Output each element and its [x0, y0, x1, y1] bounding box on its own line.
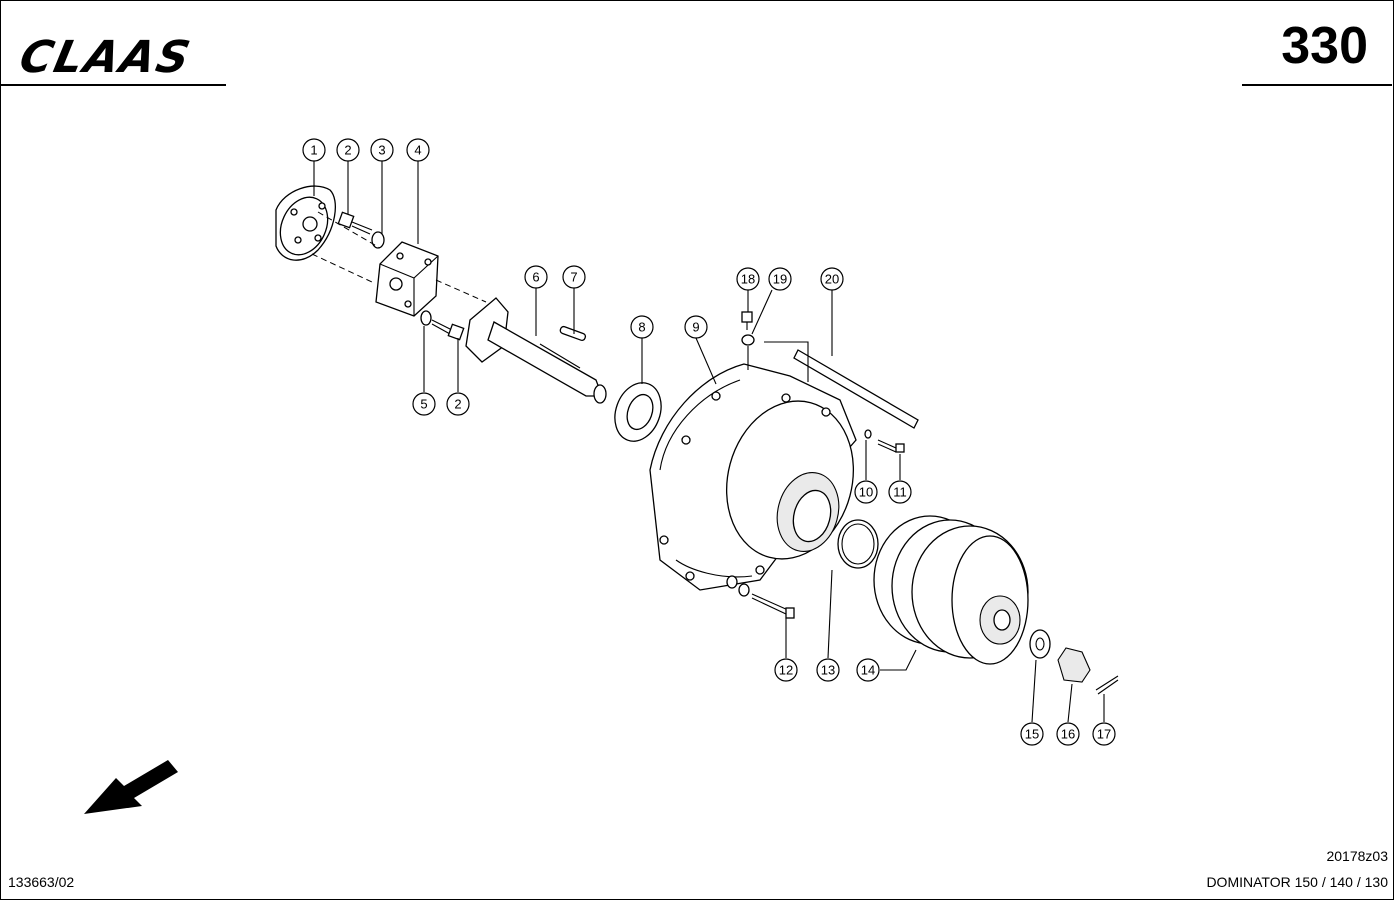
- part-washer-large: [1029, 629, 1051, 659]
- part-long-pin: [793, 349, 919, 429]
- svg-text:13: 13: [821, 663, 835, 678]
- part-small-bolt: [741, 311, 753, 330]
- part-drive-shaft: [465, 297, 607, 404]
- part-small-nut: [741, 334, 755, 370]
- part-flange-disc: [275, 185, 336, 261]
- part-bearing: [614, 382, 662, 442]
- callout-14: 14: [856, 658, 880, 682]
- part-coupling-block: [375, 241, 439, 317]
- callout-6: 6: [524, 265, 548, 289]
- callout-9: 9: [684, 315, 708, 339]
- part-gear-housing: [649, 363, 857, 591]
- callout-19: 19: [768, 267, 792, 291]
- assembly-line-c: [435, 279, 487, 303]
- assembly-line-a: [317, 211, 381, 249]
- svg-text:2: 2: [344, 143, 351, 158]
- part-castle-nut: [1057, 647, 1091, 683]
- callout-7: 7: [562, 265, 586, 289]
- svg-text:3: 3: [378, 143, 385, 158]
- callout-10: 10: [854, 480, 878, 504]
- arrow-down-left-icon: [84, 760, 178, 814]
- callout-1: 1: [302, 138, 326, 162]
- header-rule-left: [0, 84, 226, 86]
- callout-8: 8: [630, 315, 654, 339]
- callout-2-upper: 2: [336, 138, 360, 162]
- part-circlip: [837, 519, 879, 569]
- assembly-line-b: [311, 253, 373, 283]
- svg-text:4: 4: [414, 143, 421, 158]
- part-screw-small: [877, 439, 905, 453]
- svg-text:20: 20: [825, 272, 839, 287]
- svg-text:6: 6: [532, 270, 539, 285]
- svg-text:9: 9: [692, 320, 699, 335]
- callout-3: 3: [370, 138, 394, 162]
- callout-2-lower: 2: [446, 392, 470, 416]
- model-designation: DOMINATOR 150 / 140 / 130: [1206, 874, 1388, 890]
- svg-text:14: 14: [861, 663, 875, 678]
- page-number: 330: [1281, 17, 1368, 75]
- callout-5: 5: [412, 392, 436, 416]
- header-rule-right: [1242, 84, 1392, 86]
- callout-4: 4: [406, 138, 430, 162]
- svg-text:11: 11: [893, 485, 907, 500]
- svg-text:5: 5: [420, 397, 427, 412]
- leader-lines: [313, 160, 1105, 723]
- drawing-id: 20178z03: [1326, 848, 1388, 864]
- svg-text:17: 17: [1097, 727, 1111, 742]
- callout-20: 20: [820, 267, 844, 291]
- callout-12: 12: [774, 658, 798, 682]
- svg-text:16: 16: [1061, 727, 1075, 742]
- part-washer-small: [864, 429, 872, 439]
- svg-text:12: 12: [779, 663, 793, 678]
- svg-text:1: 1: [310, 143, 317, 158]
- part-bolt-upper: [337, 211, 373, 235]
- callout-16: 16: [1056, 722, 1080, 746]
- callout-13: 13: [816, 658, 840, 682]
- part-washer-lower: [420, 310, 432, 326]
- svg-text:8: 8: [638, 320, 645, 335]
- svg-text:15: 15: [1025, 727, 1039, 742]
- svg-text:19: 19: [773, 272, 787, 287]
- callout-11: 11: [888, 480, 912, 504]
- part-split-pin: [1095, 675, 1119, 695]
- part-v-belt-pulley: [873, 515, 1029, 665]
- svg-text:2: 2: [454, 397, 461, 412]
- svg-text:7: 7: [570, 270, 577, 285]
- document-code: 133663/02: [8, 874, 75, 890]
- callout-15: 15: [1020, 722, 1044, 746]
- part-housing-bolt-set: [726, 575, 795, 619]
- assembly-line-d: [764, 341, 809, 382]
- callout-17: 17: [1092, 722, 1116, 746]
- part-bolt-lower: [431, 319, 465, 341]
- part-nut: [371, 231, 385, 249]
- svg-text:10: 10: [859, 485, 873, 500]
- callout-18: 18: [736, 267, 760, 291]
- svg-text:18: 18: [741, 272, 755, 287]
